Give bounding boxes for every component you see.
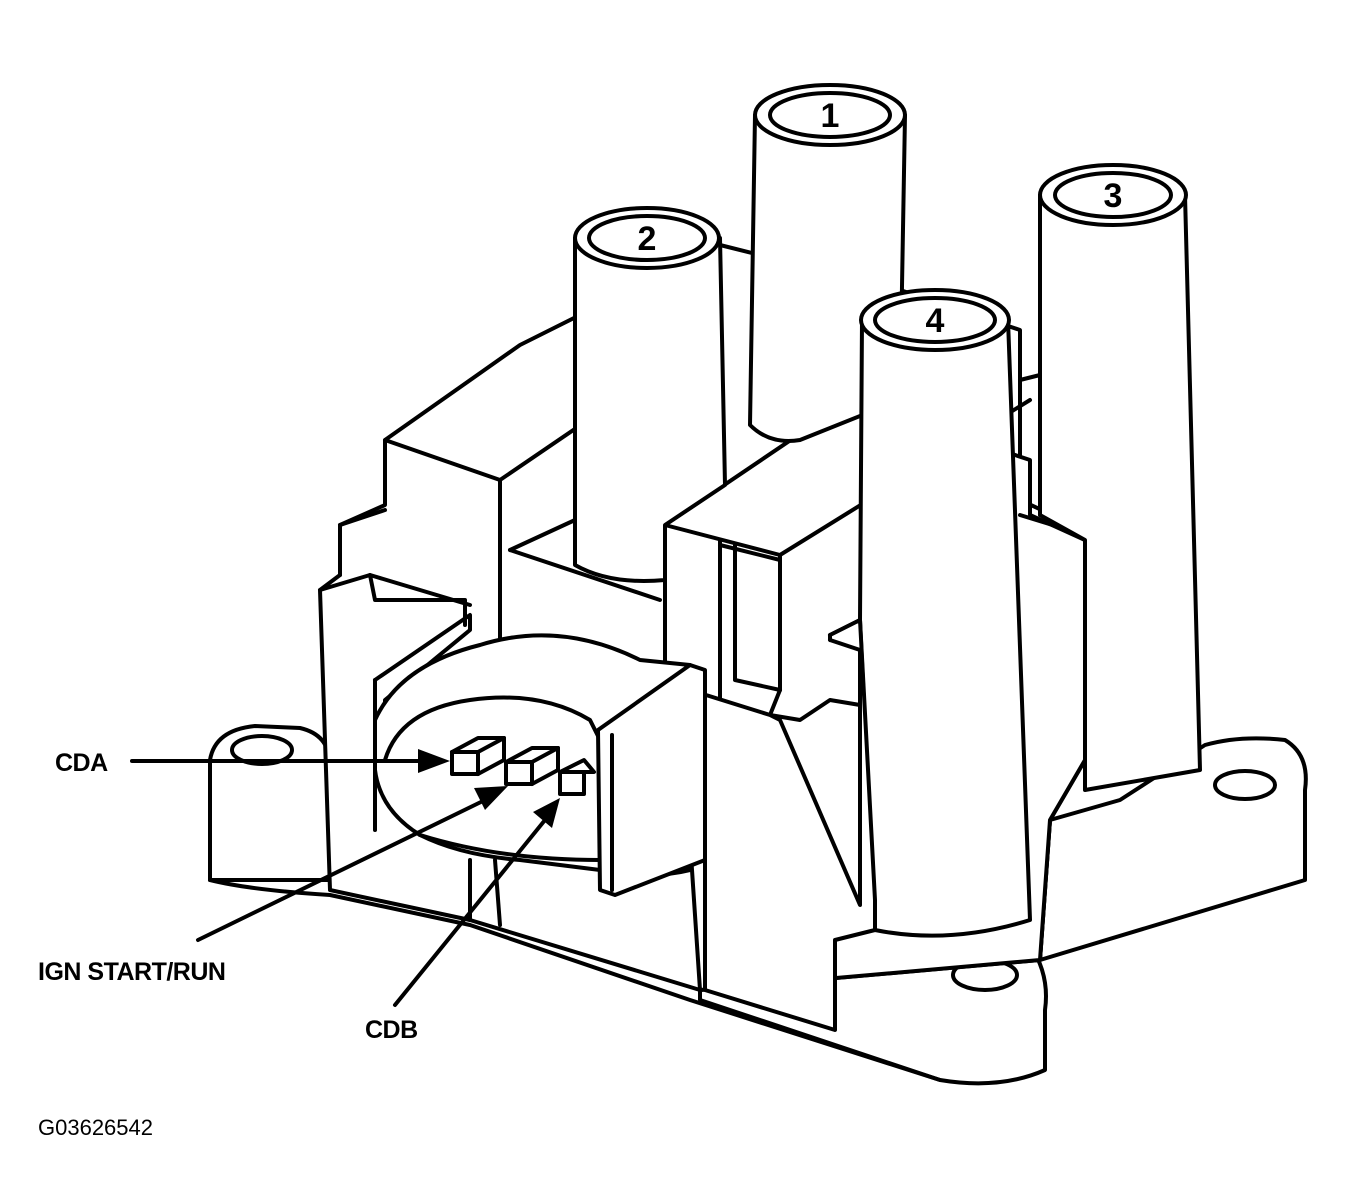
callout-cdb: CDB [365, 798, 560, 1044]
tower-4: 4 [828, 288, 1032, 938]
tower-4-rim [859, 288, 1011, 352]
callout-ign-arrowhead [474, 786, 508, 810]
tower-1-inner [768, 91, 892, 139]
tower-2-number: 2 [638, 220, 657, 258]
tower-4-number: 4 [926, 302, 945, 340]
tower-2-rim [573, 206, 721, 270]
tower-1-number: 1 [821, 97, 840, 135]
figure-id: G03626542 [38, 1115, 153, 1140]
tower-1-rim [753, 83, 907, 147]
left-mount-boss [208, 724, 332, 882]
tower-3-number: 3 [1104, 177, 1123, 215]
callout-cdb-arrowhead [533, 798, 560, 828]
connector-lock-tab [596, 663, 707, 897]
callout-ign-label: IGN START/RUN [38, 958, 225, 986]
right-mount-flange [1038, 736, 1308, 962]
tower-2: 2 [573, 206, 727, 583]
callout-cda-arrowhead [418, 749, 450, 773]
tower-4-inner [873, 296, 997, 344]
right-mount-hole [1213, 769, 1277, 801]
tower-2-inner [587, 214, 707, 262]
callout-cda-label: CDA [55, 749, 108, 777]
tower-3-inner [1053, 171, 1173, 219]
front-panel [688, 618, 877, 1032]
front-side-panel [688, 618, 877, 1032]
callout-ign: IGN START/RUN [38, 786, 508, 986]
left-mount-hole [230, 734, 294, 766]
tower-4-body [858, 318, 1032, 938]
tower-2-body [573, 236, 727, 583]
pin-cdb [558, 770, 586, 796]
callout-cdb-label: CDB [365, 1016, 418, 1044]
pin-ign [504, 760, 534, 786]
callout-cda: CDA [55, 749, 450, 777]
pin-cda [450, 750, 480, 776]
tower-3-rim [1038, 163, 1188, 227]
tower-3: 3 [1038, 163, 1202, 792]
connector-pins [450, 736, 596, 796]
